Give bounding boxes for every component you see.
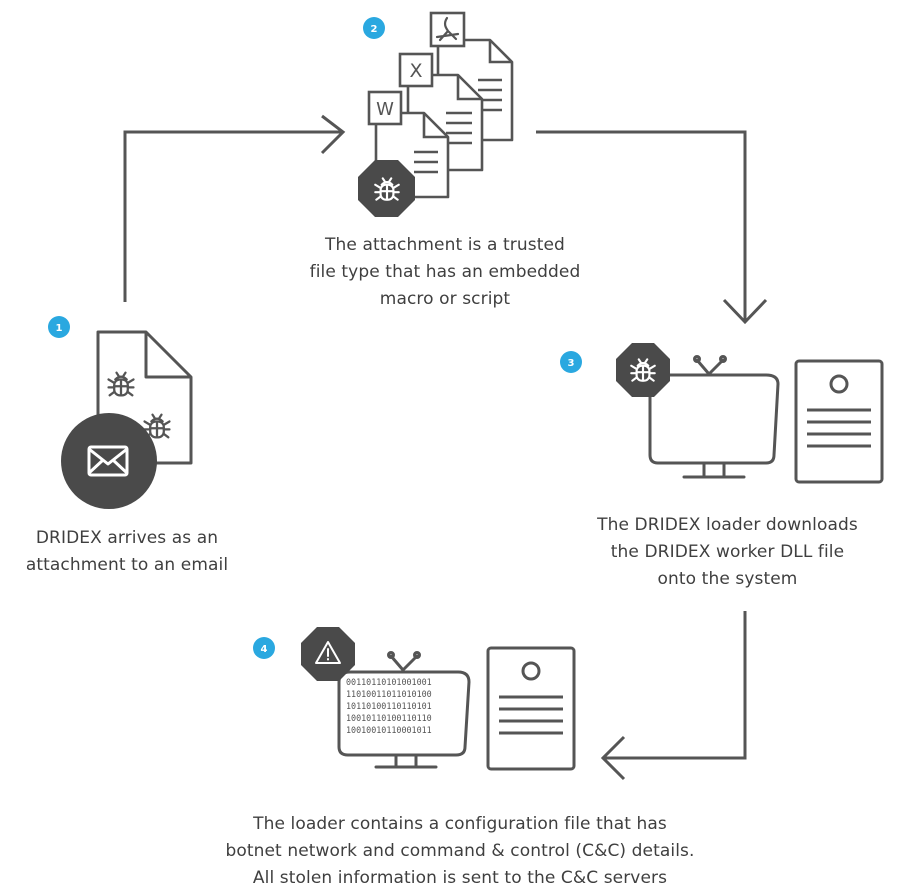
- step-number: 2: [371, 24, 378, 35]
- email-circle: [61, 413, 157, 509]
- flow-arrow-2-to-3: [536, 130, 768, 325]
- step-3-loader-system: 3: [560, 343, 884, 484]
- caption-line: The attachment is a trusted: [325, 235, 565, 255]
- step-3-caption: The DRIDEX loader downloads the DRIDEX w…: [560, 512, 895, 593]
- pdf-icon: [435, 16, 460, 42]
- caption-line: macro or script: [379, 289, 511, 309]
- binary-line: 11010011011010100: [346, 689, 432, 699]
- caption-line: The loader contains a configuration file…: [253, 814, 667, 834]
- caption-line: botnet network and command & control (C&…: [225, 841, 695, 861]
- excel-letter: X: [409, 60, 422, 82]
- caption-line: file type that has an embedded: [309, 262, 581, 282]
- binary-data-text: 00110110101001001 11010011011010100 1011…: [346, 677, 432, 735]
- bug-icon: [107, 371, 135, 397]
- step-number: 1: [56, 323, 63, 334]
- caption-line: the DRIDEX worker DLL file: [610, 542, 845, 562]
- step-badge: [560, 351, 582, 373]
- binary-line: 00110110101001001: [346, 677, 432, 687]
- dll-file-icon: [794, 359, 884, 484]
- step-4-caption: The loader contains a configuration file…: [170, 811, 750, 892]
- caption-line: DRIDEX arrives as an: [35, 528, 219, 548]
- caption-line: All stolen information is sent to the C&…: [252, 868, 668, 888]
- caption-line: The DRIDEX loader downloads: [597, 515, 858, 535]
- step-2-caption: The attachment is a trusted file type th…: [255, 232, 635, 313]
- binary-line: 10110100110110101: [346, 701, 432, 711]
- binary-line: 10010010110001011: [346, 725, 432, 735]
- flow-arrow-1-to-2: [123, 114, 346, 302]
- step-1-caption: DRIDEX arrives as an attachment to an em…: [0, 525, 254, 579]
- step-badge: [253, 637, 275, 659]
- warning-icon: [315, 641, 341, 664]
- step-number: 4: [261, 644, 268, 655]
- envelope-icon: [87, 445, 129, 477]
- step-number: 3: [568, 358, 575, 369]
- word-letter: W: [376, 99, 394, 120]
- step-4-cc-communication: 00110110101001001 11010011011010100 1011…: [253, 627, 576, 771]
- config-file-icon: [486, 646, 576, 771]
- step-badge: [48, 316, 70, 338]
- binary-line: 10010110100110110: [346, 713, 432, 723]
- flow-arrow-3-to-4: [600, 611, 747, 781]
- caption-line: attachment to an email: [25, 555, 229, 575]
- step-badge: [363, 17, 385, 39]
- step-1-email-attachment: 1: [48, 316, 193, 509]
- step-2-attachment-files: X W 2: [358, 11, 514, 217]
- caption-line: onto the system: [657, 569, 798, 589]
